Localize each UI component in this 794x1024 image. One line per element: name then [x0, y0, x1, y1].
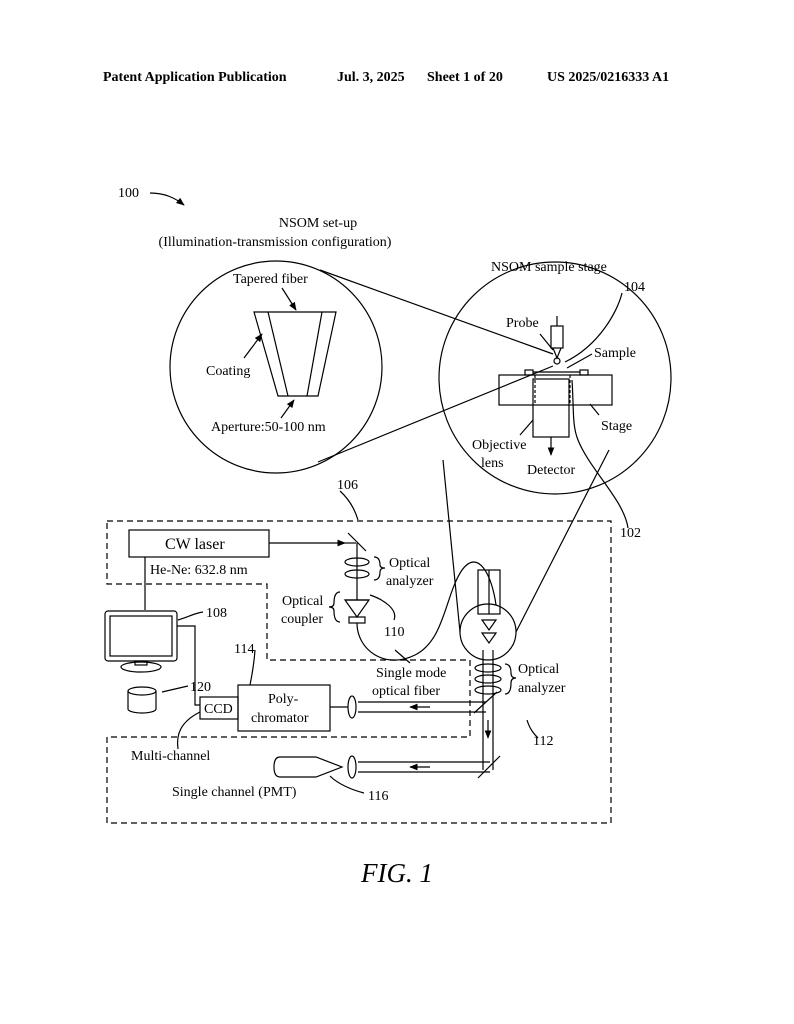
page-header: Patent Application Publication Jul. 3, 2…: [0, 70, 794, 88]
polychromator-line2: chromator: [251, 711, 309, 726]
ref-120-leader: [161, 685, 189, 693]
ref-114-label: 114: [234, 642, 254, 657]
ref-100-label: 100: [118, 186, 139, 201]
circle-tangent-right: [515, 449, 610, 633]
single-mode-line2: optical fiber: [372, 684, 440, 699]
stage-leader: [589, 403, 600, 416]
publication-label: Patent Application Publication: [103, 70, 287, 85]
ref-108-label: 108: [206, 606, 227, 621]
analyzer-brace-bottom: [504, 663, 517, 695]
ref-114-leader: [249, 649, 256, 686]
probe-icon: [550, 316, 564, 365]
objective-label-line1: Objective: [472, 438, 526, 453]
microscope-sample-icon: [480, 619, 498, 645]
sample-leader: [566, 353, 593, 369]
ref-106-label: 106: [337, 478, 358, 493]
section-106-enclosure: [106, 520, 612, 824]
single-mode-fiber: [356, 561, 497, 661]
multi-channel-leader: [176, 711, 201, 750]
ref-110-leader: [369, 594, 396, 621]
sample-stage-title: NSOM sample stage: [491, 260, 607, 275]
ref-110-label: 110: [384, 625, 404, 640]
analyzer-brace-top: [373, 556, 386, 581]
ref-120-label: 120: [190, 680, 211, 695]
stage-icon: [498, 369, 613, 406]
analyzer-lens-top-1: [344, 557, 370, 567]
analyzer-lens-bottom-1: [474, 663, 502, 673]
figure-caption: FIG. 1: [361, 858, 433, 888]
splitter-upper: [473, 691, 498, 714]
zoom-line-top: [319, 269, 554, 355]
circle-tangent-left: [442, 459, 461, 633]
mirror-bottom: [477, 755, 501, 779]
analyzer-lens-top-2: [344, 569, 370, 579]
optical-analyzer-bottom-line1: Optical: [518, 662, 559, 677]
poly-focus-lens: [347, 695, 357, 719]
pmt-tube-icon: [273, 756, 344, 778]
coupler-brace: [328, 591, 341, 623]
sheet-number: Sheet 1 of 20: [427, 70, 503, 85]
objective-leader: [519, 419, 534, 436]
objective-lens-icon: [532, 378, 570, 438]
nsom-title-line2: (Illumination-transmission configuration…: [159, 235, 392, 250]
ref-112-label: 112: [533, 734, 553, 749]
ref-102-leader: [571, 379, 629, 529]
tapered-fiber-pointer: [281, 287, 297, 311]
stage-label: Stage: [601, 419, 632, 434]
probe-leader: [539, 333, 554, 351]
monitor-to-ccd: [177, 625, 200, 706]
analyzer-lens-bottom-3: [474, 685, 502, 695]
computer-monitor-icon: [104, 610, 178, 673]
storage-disk-icon: [127, 686, 157, 714]
sample-label: Sample: [594, 346, 636, 361]
he-ne-label: He-Ne: 632.8 nm: [150, 563, 248, 578]
multi-channel-label: Multi-channel: [131, 749, 210, 764]
mirror-top: [347, 532, 367, 552]
pmt-focus-lens: [347, 755, 357, 779]
single-mode-line1: Single mode: [376, 666, 446, 681]
single-channel-label: Single channel (PMT): [172, 785, 297, 800]
aperture-label: Aperture:50-100 nm: [211, 420, 326, 435]
ref-116-leader: [329, 775, 365, 794]
coating-pointer: [243, 333, 263, 359]
tapered-fiber-icon: [253, 311, 337, 397]
objective-label-line2: lens: [481, 456, 504, 471]
optical-analyzer-top-line2: analyzer: [386, 574, 434, 589]
probe-label: Probe: [506, 316, 539, 331]
optical-coupler-line1: Optical: [282, 594, 323, 609]
tapered-fiber-label: Tapered fiber: [233, 272, 308, 287]
ref-102-label: 102: [620, 526, 641, 541]
ref-100-arrow: [149, 192, 185, 206]
patent-number: US 2025/0216333 A1: [547, 70, 670, 85]
ccd-label: CCD: [204, 702, 233, 717]
sample-stage-inset-circle: [438, 261, 672, 495]
polychromator-box: [237, 684, 331, 732]
optical-coupler-line2: coupler: [281, 612, 323, 627]
ref-112-leader: [526, 719, 539, 739]
ref-104-leader: [564, 292, 623, 363]
ref-108-leader: [177, 611, 204, 621]
nsom-title-line1: NSOM set-up: [279, 216, 357, 231]
publication-date: Jul. 3, 2025: [337, 70, 405, 85]
ref-104-label-text: 104: [624, 280, 645, 295]
ref-116-label: 116: [368, 789, 388, 804]
optical-coupler-icon: [343, 599, 371, 624]
optical-analyzer-bottom-line2: analyzer: [518, 681, 566, 696]
aperture-pointer: [280, 399, 295, 419]
tapered-fiber-inset-circle: [169, 260, 383, 474]
analyzer-lens-bottom-2: [474, 674, 502, 684]
coating-label: Coating: [206, 364, 250, 379]
polychromator-line1: Poly-: [268, 692, 299, 707]
cw-laser-label: CW laser: [165, 536, 225, 553]
zoom-line-bottom: [317, 365, 554, 463]
ref-106-leader: [339, 490, 359, 521]
optical-analyzer-top-line1: Optical: [389, 556, 430, 571]
microscope-highlight-circle: [459, 603, 517, 661]
single-mode-leader: [394, 649, 411, 664]
detector-label: Detector: [527, 463, 576, 478]
